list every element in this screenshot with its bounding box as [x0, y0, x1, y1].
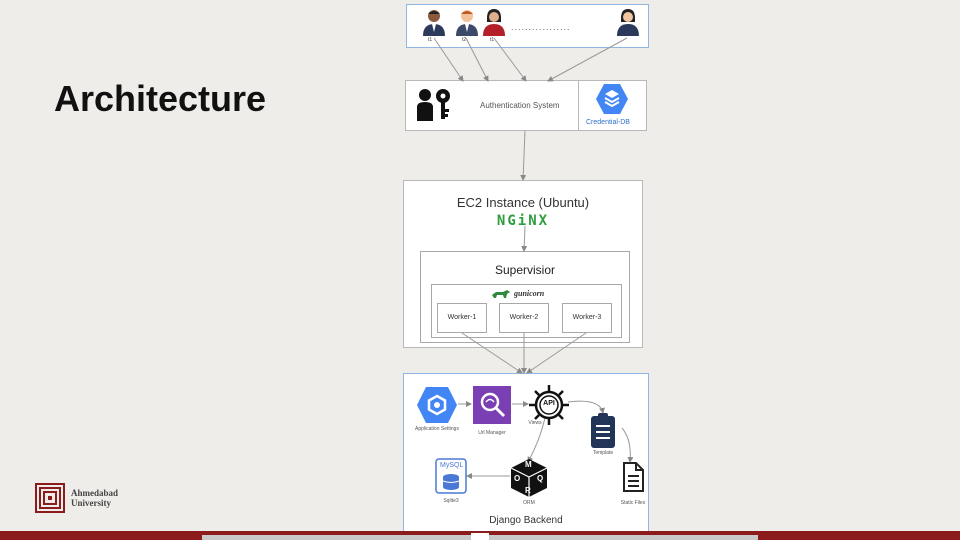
slide-title: Architecture — [54, 78, 267, 119]
gunicorn-label: gunicorn — [514, 289, 545, 298]
user-key-icon — [417, 89, 450, 121]
orm-letter-m: M — [525, 460, 532, 469]
footer-bar-marker — [471, 533, 489, 540]
user-avatar-1-icon — [423, 10, 445, 36]
app-settings-icon — [417, 387, 457, 423]
django-backend-title: Django Backend — [489, 515, 563, 526]
credential-db-section — [578, 80, 648, 131]
university-emblem-icon — [35, 483, 65, 513]
credential-db-label: Credential-DB — [586, 119, 630, 126]
users-panel — [406, 4, 649, 48]
app-settings-label: Application Settings — [415, 426, 459, 432]
nginx-logo: NGiNX — [496, 213, 550, 229]
user-tag-1: t1 — [428, 37, 433, 43]
static-files-label: Static Files — [620, 500, 646, 506]
url-manager-icon — [473, 386, 511, 424]
worker-1-box: Worker-1 — [437, 303, 487, 333]
url-manager-label: Url Manager — [478, 430, 506, 436]
auth-system-label: Authentication System — [480, 101, 560, 110]
supervisor-title: Supervisior — [494, 263, 556, 277]
worker-3-box: Worker-3 — [562, 303, 612, 333]
template-label: Template — [592, 450, 614, 456]
static-files-icon — [623, 462, 644, 492]
user-avatar-3-icon — [483, 9, 505, 36]
university-name-line2: University — [71, 498, 111, 508]
template-document-icon — [591, 413, 615, 448]
views-label: Views — [528, 420, 542, 426]
user-tag-2: t2 — [462, 37, 467, 43]
credential-db-icon — [596, 84, 628, 114]
mysql-label: MySQL — [440, 462, 464, 469]
orm-letter-q: Q — [537, 474, 544, 483]
mysql-database-icon — [435, 458, 467, 494]
orm-letter-o: O — [514, 474, 521, 483]
users-ellipsis: ................. — [511, 22, 571, 32]
gunicorn-unicorn-icon — [492, 290, 510, 298]
user-avatar-2-icon — [456, 10, 478, 36]
ec2-title: EC2 Instance (Ubuntu) — [456, 195, 590, 210]
api-label: API — [543, 400, 555, 407]
user-tag-3: t1 — [490, 37, 495, 43]
user-avatar-4-icon — [617, 9, 639, 36]
orm-cube-icon — [510, 459, 548, 497]
sqlite-label: Sqlite3 — [443, 498, 459, 504]
university-name-line1: Ahmedabad — [71, 488, 119, 498]
orm-label: ORM — [523, 500, 535, 506]
api-gear-icon — [529, 385, 569, 425]
worker-2-box: Worker-2 — [499, 303, 549, 333]
orm-letter-r: R — [525, 486, 531, 495]
